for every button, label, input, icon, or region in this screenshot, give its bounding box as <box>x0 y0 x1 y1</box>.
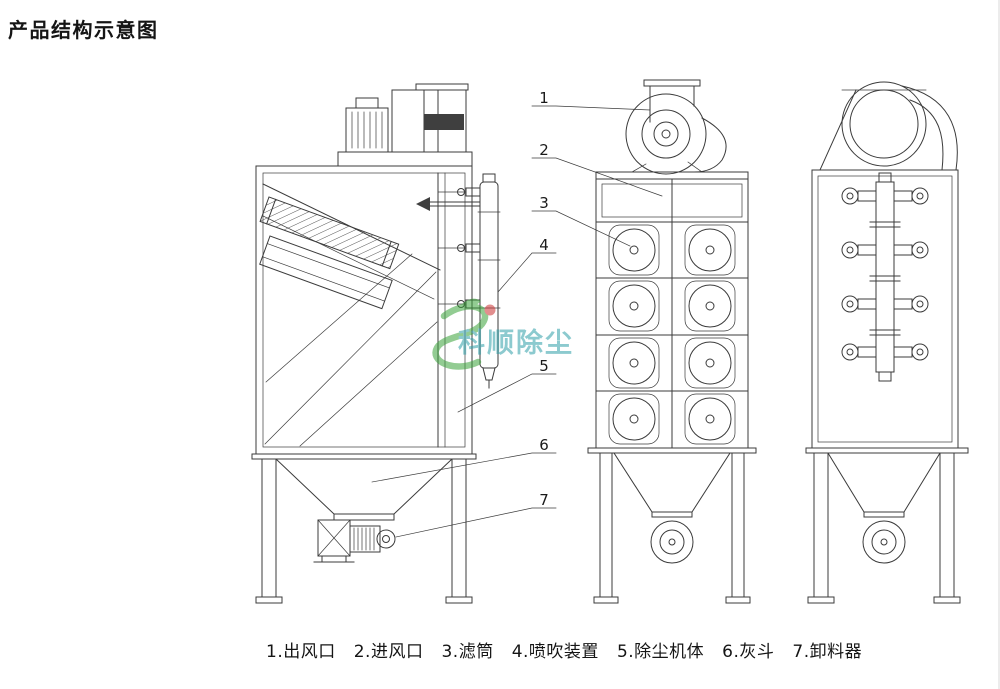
watermark-logo-leaf <box>462 298 481 307</box>
discharger-back <box>862 520 906 564</box>
legend-item: 5.除尘机体 <box>616 642 705 662</box>
legend-item: 6.灰斗 <box>722 642 775 662</box>
callouts: 1 2 3 4 5 6 7 <box>371 89 663 538</box>
support-legs-back <box>805 447 969 604</box>
page-title: 产品结构示意图 <box>8 18 159 42</box>
discharger-front <box>650 520 694 564</box>
callout-number: 7 <box>539 491 549 509</box>
cartridge-cell <box>608 224 660 276</box>
nozzle-row <box>841 343 929 361</box>
legend-item: 3.滤筒 <box>441 642 494 662</box>
callout-3: 3 <box>531 194 631 247</box>
callout-number: 5 <box>539 357 549 375</box>
inlet-duct-back <box>819 81 958 171</box>
cartridge-cell <box>684 337 736 389</box>
fan-housing-side <box>391 83 469 153</box>
view-front <box>587 79 757 604</box>
view-back <box>805 81 969 604</box>
hopper-front <box>613 452 731 518</box>
callout-2: 2 <box>531 141 663 197</box>
callout-number: 2 <box>539 141 549 159</box>
cartridge-cell <box>684 224 736 276</box>
callout-5: 5 <box>457 357 557 413</box>
legend-item: 7.卸料器 <box>792 642 863 662</box>
watermark-logo-swoosh <box>432 303 489 370</box>
dust-collector-body-side <box>255 165 473 455</box>
cartridge-cell <box>684 280 736 332</box>
hopper-side <box>274 458 454 521</box>
support-legs-front <box>587 447 757 604</box>
hopper-back <box>827 452 941 518</box>
callout-number: 4 <box>539 236 549 254</box>
legend-item: 2.进风口 <box>353 642 424 662</box>
legend-item: 1.出风口 <box>266 642 336 662</box>
cartridge-cell <box>608 393 660 445</box>
nozzle-row <box>841 187 929 205</box>
callout-7: 7 <box>395 491 557 538</box>
view-side <box>251 83 501 604</box>
callout-number: 1 <box>539 89 549 107</box>
legend: 1.出风口 2.进风口 3.滤筒 4.喷吹装置 5.除尘机体 6.灰斗 7.卸料… <box>266 637 862 662</box>
callout-6: 6 <box>371 436 557 483</box>
pulse-blowing-header <box>841 172 929 382</box>
cartridge-cell <box>608 280 660 332</box>
filter-cartridge-outline <box>259 235 393 310</box>
callout-1: 1 <box>531 89 651 111</box>
filter-cartridge-hatched <box>259 196 400 270</box>
cartridge-grid <box>595 221 749 449</box>
nozzle-row <box>841 241 929 259</box>
fan-motor <box>337 97 473 167</box>
dust-collector-body-back <box>811 169 959 449</box>
watermark: 科顺除尘 <box>432 298 574 370</box>
callout-4: 4 <box>497 236 557 293</box>
watermark-text: 科顺除尘 <box>458 327 574 359</box>
rotary-discharger-side <box>313 519 396 563</box>
callout-number: 6 <box>539 436 549 454</box>
inlet-plenum <box>595 178 749 223</box>
pulse-header-side <box>416 173 501 389</box>
legend-item: 4.喷吹装置 <box>511 642 599 662</box>
watermark-logo-dot <box>484 304 496 316</box>
callout-number: 3 <box>539 194 549 212</box>
cartridge-cell <box>684 393 736 445</box>
nozzle-row <box>841 295 929 313</box>
cartridge-cell <box>608 337 660 389</box>
fan-volute <box>595 79 749 180</box>
support-legs-side <box>251 453 477 604</box>
